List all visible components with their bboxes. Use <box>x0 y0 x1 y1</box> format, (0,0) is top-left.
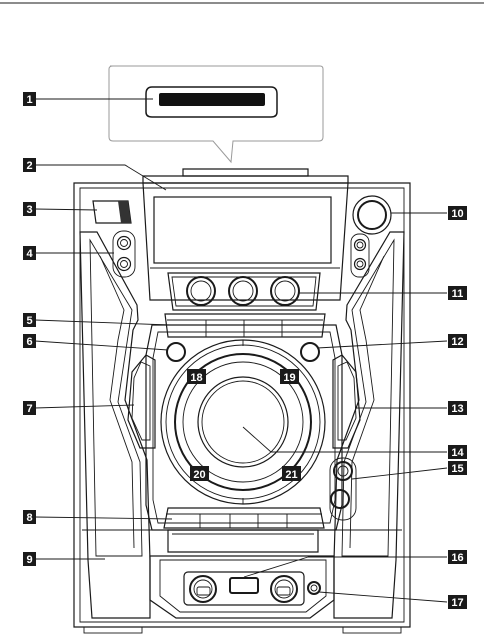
svg-text:13: 13 <box>451 403 463 415</box>
leader-lines <box>35 99 447 602</box>
three-control-knobs <box>168 273 320 310</box>
tag-18: 18 <box>187 369 206 384</box>
svg-text:5: 5 <box>26 315 32 327</box>
tag-9: 9 <box>23 552 36 566</box>
svg-text:2: 2 <box>26 160 32 172</box>
svg-text:3: 3 <box>26 204 32 216</box>
svg-text:16: 16 <box>451 552 463 564</box>
tag-21: 21 <box>282 466 301 481</box>
left-input-jacks <box>113 231 135 277</box>
tag-17: 17 <box>448 595 467 609</box>
right-foot <box>343 627 401 633</box>
svg-text:1: 1 <box>26 94 32 106</box>
tag-20: 20 <box>190 466 209 481</box>
tag-12: 12 <box>448 334 467 348</box>
lower-button-strip <box>164 508 324 528</box>
tag-15: 15 <box>448 461 467 475</box>
svg-text:12: 12 <box>451 336 463 348</box>
svg-text:18: 18 <box>190 372 202 384</box>
tag-16: 16 <box>448 550 467 564</box>
tag-19: 19 <box>280 369 299 384</box>
svg-text:9: 9 <box>26 554 32 566</box>
tag-1: 1 <box>23 92 36 106</box>
tag-6: 6 <box>23 334 36 348</box>
svg-text:15: 15 <box>451 463 463 475</box>
port-slot <box>159 93 265 106</box>
disc-tray-indicator <box>93 201 131 223</box>
svg-text:11: 11 <box>452 288 464 300</box>
svg-text:4: 4 <box>26 248 33 260</box>
cabinet-outline <box>74 169 410 633</box>
tag-2: 2 <box>23 158 36 172</box>
tag-14: 14 <box>448 445 467 459</box>
right-side-panel <box>334 232 404 618</box>
svg-text:14: 14 <box>451 447 464 459</box>
tag-8: 8 <box>23 510 36 524</box>
svg-text:17: 17 <box>451 597 463 609</box>
svg-text:21: 21 <box>285 469 297 481</box>
tag-11: 11 <box>448 286 467 300</box>
bottom-section <box>82 530 402 618</box>
tag-10: 10 <box>448 206 467 220</box>
svg-text:8: 8 <box>26 512 32 524</box>
right-small-button <box>301 343 319 361</box>
tag-13: 13 <box>448 401 467 415</box>
svg-text:19: 19 <box>283 372 295 384</box>
tag-4: 4 <box>23 246 36 260</box>
display-panel <box>143 183 348 300</box>
tag-7: 7 <box>23 401 36 415</box>
tag-5: 5 <box>23 313 36 327</box>
left-side-panel <box>80 232 150 618</box>
svg-text:20: 20 <box>193 469 205 481</box>
left-foot <box>84 627 142 633</box>
callout-slot-detail <box>109 66 323 162</box>
svg-text:10: 10 <box>451 208 463 220</box>
svg-text:7: 7 <box>26 403 32 415</box>
tag-3: 3 <box>23 202 36 216</box>
left-small-button <box>167 343 185 361</box>
svg-text:6: 6 <box>26 336 32 348</box>
